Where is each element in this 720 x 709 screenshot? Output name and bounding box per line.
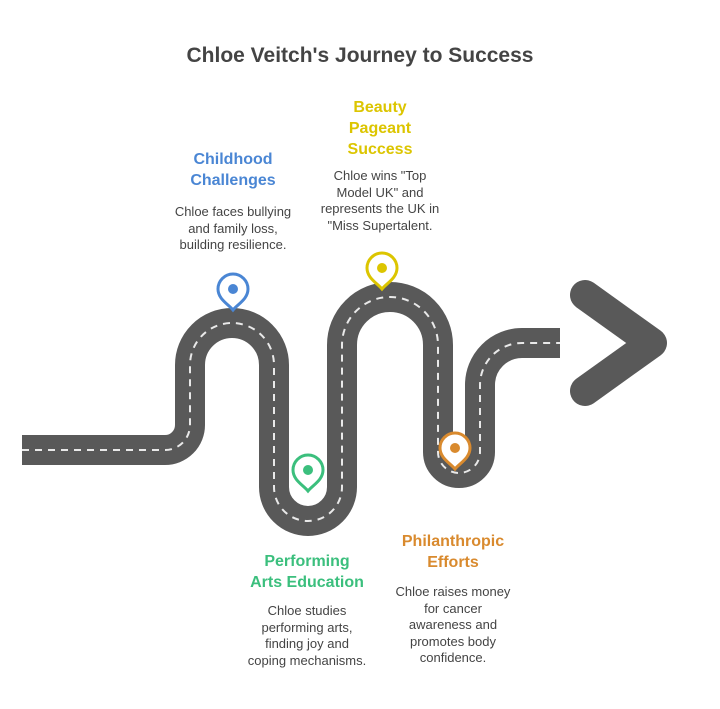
- milestone-title-performing: Performing Arts Education: [250, 553, 364, 591]
- map-pin-icon: [291, 453, 325, 494]
- map-pin-icon: [216, 272, 250, 313]
- milestone-description-performing: Chloe studies performing arts, finding j…: [247, 603, 367, 668]
- road-center-line: [22, 296, 560, 522]
- map-pin-icon: [365, 251, 399, 292]
- milestone-description-childhood: Chloe faces bullying and family loss, bu…: [174, 204, 292, 252]
- map-pin-icon: [438, 431, 472, 472]
- milestone-description-pageant: Chloe wins "Top Model UK" and represents…: [320, 168, 440, 233]
- milestone-description-philanthropy: Chloe raises money for cancer awareness …: [395, 584, 511, 665]
- milestone-title-pageant: Beauty Pageant Success: [347, 99, 413, 158]
- road-arrow-head: [570, 280, 667, 406]
- diagram-title: Chloe Veitch's Journey to Success: [186, 44, 534, 67]
- winding-road: [22, 280, 667, 536]
- milestone-title-philanthropy: Philanthropic Efforts: [401, 533, 505, 571]
- milestone-title-childhood: Childhood Challenges: [190, 151, 276, 189]
